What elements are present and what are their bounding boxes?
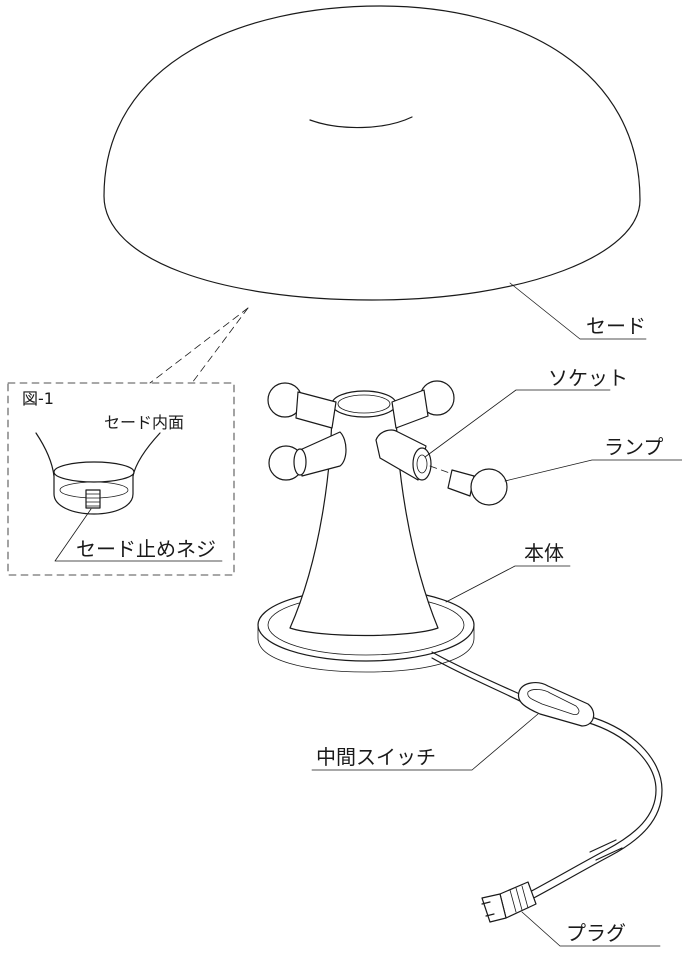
shade-leader-line [509,282,647,340]
inline-switch [517,682,595,727]
plug-label: プラグ [566,921,626,945]
shade-label: セード [586,314,646,338]
lamp-leader-line [504,459,682,482]
power-cord [431,651,663,901]
figure-1-label: 図-1 [22,389,54,408]
body-stem [257,390,475,673]
plug [481,881,537,923]
plug-leader-line [521,911,661,947]
shade-screw-label: セード止めネジ [76,537,216,561]
shade-inner-label: セード内面 [104,413,185,432]
switch-label: 中間スイッチ [316,745,436,769]
socket-label: ソケット [548,366,628,390]
front-left-lamp-arm [268,431,347,481]
inset-shade-detail [35,432,161,515]
shade-dome [103,5,641,301]
inset-frame [7,382,235,576]
rear-lamp-arms [267,380,455,429]
switch-leader-line [311,713,539,771]
lamp-label: ランプ [604,435,664,459]
body-leader-line [445,565,571,603]
socket-leader-line [424,389,611,458]
lamp-bulb [447,468,508,506]
projection-line [191,307,249,384]
projection-line [149,307,249,384]
body-label: 本体 [524,541,564,565]
screw-leader-line [54,508,223,562]
